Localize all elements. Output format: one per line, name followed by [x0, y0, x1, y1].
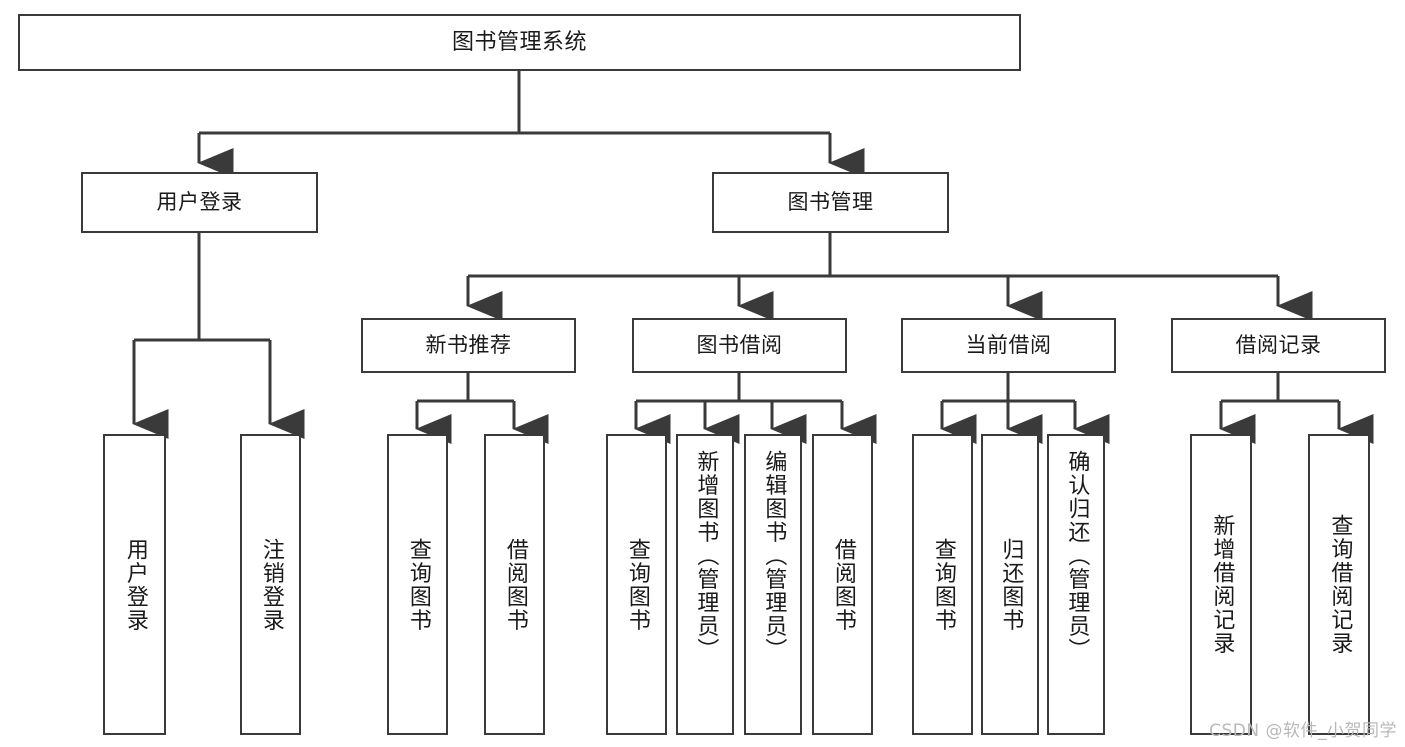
node-label: 借阅记录	[1235, 333, 1322, 358]
leaf-query-borrowing-record[interactable]: 查询借阅记录	[1308, 434, 1370, 735]
node-label: 新增借阅记录	[1209, 514, 1235, 655]
node-root-book-management-system[interactable]: 图书管理系统	[18, 14, 1021, 71]
node-label: 查询借阅记录	[1327, 514, 1353, 655]
leaf-query-books-recommendation[interactable]: 查询图书	[387, 434, 448, 735]
leaf-query-books-current[interactable]: 查询图书	[912, 434, 973, 735]
node-label: 新增图书（管理员）	[693, 450, 719, 662]
leaf-confirm-return-admin[interactable]: 确认归还（管理员）	[1047, 434, 1105, 735]
node-label: 图书借阅	[696, 333, 783, 358]
node-label: 用户登录	[122, 537, 148, 632]
node-label: 借阅图书	[502, 537, 528, 632]
leaf-logout[interactable]: 注销登录	[240, 434, 301, 735]
node-label: 查询图书	[624, 537, 650, 632]
node-label: 编辑图书（管理员）	[761, 450, 787, 662]
leaf-edit-book-admin[interactable]: 编辑图书（管理员）	[744, 434, 802, 735]
leaf-user-login[interactable]: 用户登录	[103, 434, 166, 735]
node-label: 图书管理系统	[451, 29, 587, 55]
node-label: 注销登录	[258, 537, 284, 632]
node-label: 用户登录	[156, 190, 243, 215]
node-book-borrowing[interactable]: 图书借阅	[632, 318, 847, 373]
node-label: 归还图书	[998, 537, 1024, 632]
node-user-login[interactable]: 用户登录	[81, 172, 318, 233]
node-label: 图书管理	[787, 190, 874, 215]
watermark: CSDN @软件_小贺同学	[1209, 721, 1397, 741]
node-label: 查询图书	[405, 537, 431, 632]
node-label: 新书推荐	[425, 333, 512, 358]
node-borrowing-records[interactable]: 借阅记录	[1171, 318, 1386, 373]
leaf-add-book-admin[interactable]: 新增图书（管理员）	[676, 434, 734, 735]
node-label: 当前借阅	[965, 333, 1052, 358]
node-book-management[interactable]: 图书管理	[712, 172, 949, 233]
node-current-borrowing[interactable]: 当前借阅	[901, 318, 1116, 373]
node-label: 借阅图书	[830, 537, 856, 632]
leaf-borrow-books-borrowing[interactable]: 借阅图书	[812, 434, 873, 735]
node-label: 查询图书	[930, 537, 956, 632]
leaf-add-borrowing-record[interactable]: 新增借阅记录	[1190, 434, 1252, 735]
leaf-return-books[interactable]: 归还图书	[981, 434, 1039, 735]
leaf-query-books-borrowing[interactable]: 查询图书	[606, 434, 667, 735]
node-new-book-recommendation[interactable]: 新书推荐	[361, 318, 576, 373]
node-label: 确认归还（管理员）	[1064, 450, 1090, 662]
leaf-borrow-books-recommendation[interactable]: 借阅图书	[484, 434, 545, 735]
